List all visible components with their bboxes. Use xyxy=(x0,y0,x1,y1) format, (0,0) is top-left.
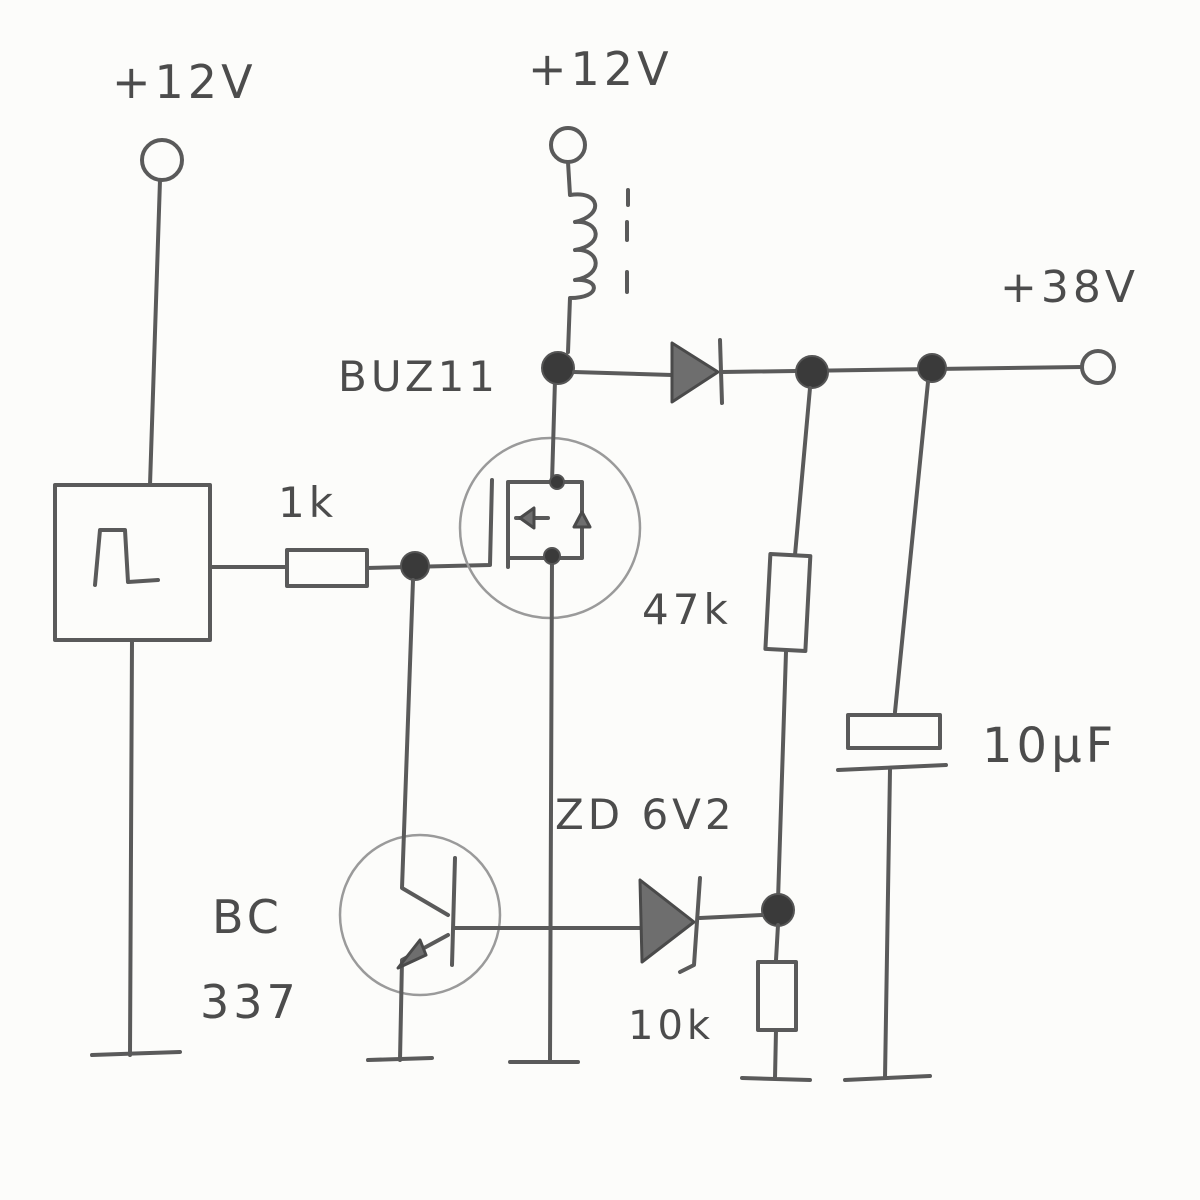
boost-diode xyxy=(670,341,720,404)
inductor-coil xyxy=(566,160,598,354)
pulse-generator-box xyxy=(53,483,212,642)
generator-ground-wire xyxy=(128,638,134,1057)
divider-bottom-label: 10k xyxy=(628,1003,715,1049)
divider-mid-wire xyxy=(776,650,788,902)
left-supply-wire xyxy=(140,138,184,487)
drain-to-diode-wire xyxy=(572,370,674,377)
zener-to-divider-wire xyxy=(698,913,764,920)
divider-junction xyxy=(761,893,795,927)
zener-label: ZD 6V2 xyxy=(555,790,736,839)
mid-supply-label: +12V xyxy=(528,42,673,96)
collector-wire xyxy=(400,578,450,917)
transistor-label-line2: 337 xyxy=(200,975,300,1029)
ground-symbol-1 xyxy=(90,1050,182,1057)
divider-top-label: 47k xyxy=(642,585,732,634)
gate-resistor xyxy=(285,548,369,588)
transistor-label-line1: BC xyxy=(212,890,283,944)
mid-supply-terminal xyxy=(549,126,587,164)
gate-wire xyxy=(365,478,494,570)
divider-top-wire xyxy=(793,386,812,557)
drain-junction xyxy=(541,351,575,385)
ground-symbol-2 xyxy=(366,1056,434,1062)
square-wave-icon xyxy=(93,528,160,587)
gate-resistor-label: 1k xyxy=(278,478,338,527)
mosfet-symbol xyxy=(458,378,642,1062)
divider-resistor-top xyxy=(763,552,813,653)
capacitor-plate-top xyxy=(846,713,942,750)
coil-marker-ticks xyxy=(625,188,630,294)
output-rail xyxy=(720,365,1084,374)
npn-transistor xyxy=(338,578,642,1062)
rail-junction-1 xyxy=(795,355,829,389)
capacitor-label: 10μF xyxy=(982,718,1118,774)
pulse-generator xyxy=(53,483,212,1057)
output-voltage-label: +38V xyxy=(1000,262,1139,313)
ground-symbol-4 xyxy=(740,1028,812,1082)
mosfet-label: BUZ11 xyxy=(338,352,500,401)
left-supply-label: +12V xyxy=(112,55,257,109)
left-supply-terminal xyxy=(140,138,184,182)
capacitor-top-wire xyxy=(893,380,930,714)
divider-resistor-bottom xyxy=(756,960,798,1032)
zener-diode xyxy=(638,878,696,964)
rail-junction-2 xyxy=(917,353,947,383)
ground-symbol-5 xyxy=(843,768,932,1082)
gate-junction xyxy=(400,551,430,581)
capacitor-plate-bottom xyxy=(836,763,948,772)
output-terminal xyxy=(1080,349,1116,385)
